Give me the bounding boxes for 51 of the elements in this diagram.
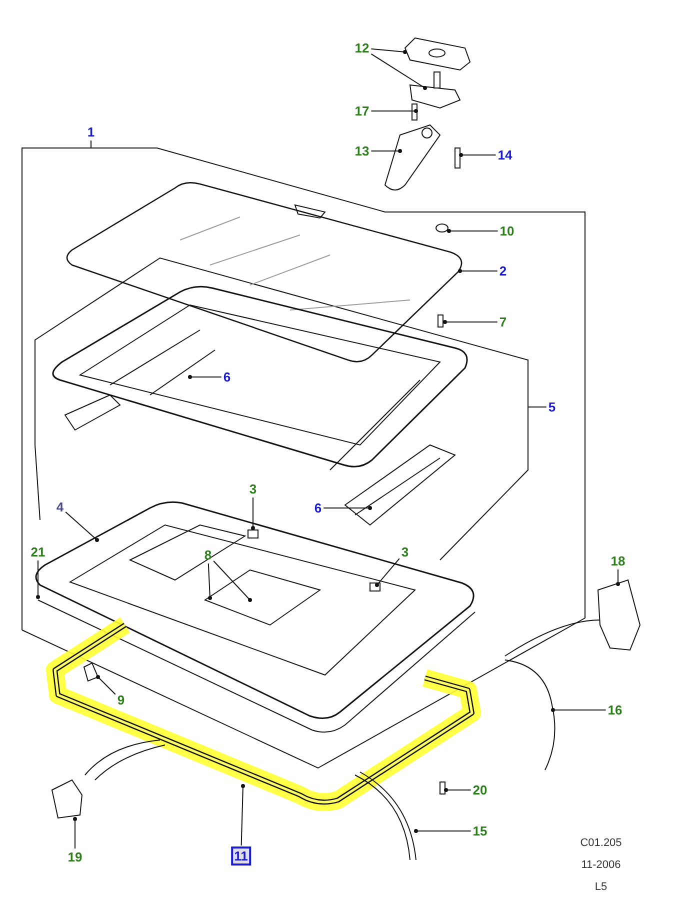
leader-line xyxy=(459,153,496,157)
callout-number: 12 xyxy=(354,40,370,56)
callout-number: 3 xyxy=(401,544,409,560)
leader-line xyxy=(251,497,255,530)
callout-number: 17 xyxy=(354,104,370,118)
leader-line xyxy=(323,506,372,510)
leader-line xyxy=(447,229,498,233)
callout-number: 2 xyxy=(499,264,507,278)
callout-number: 16 xyxy=(608,702,622,718)
leader-line xyxy=(528,406,547,408)
drawing-reference-text: L5 xyxy=(594,881,608,893)
leader-line xyxy=(551,708,606,712)
leader-line xyxy=(443,320,498,324)
callout-number: 7 xyxy=(499,314,507,330)
callout-number: 18 xyxy=(610,554,626,568)
callout-number: 14 xyxy=(498,148,512,162)
callout-number: 6 xyxy=(314,500,322,516)
leader-line xyxy=(444,788,472,792)
callout-number: 13 xyxy=(354,144,370,158)
callout-number: 3 xyxy=(249,482,257,496)
callout-number: 1 xyxy=(87,124,95,140)
leader-line xyxy=(616,569,620,586)
drawing-reference-text: 11-2006 xyxy=(581,859,621,871)
leader-line xyxy=(73,817,77,849)
callout-number: 9 xyxy=(117,692,125,708)
callout-number: 19 xyxy=(68,850,82,864)
callout-number: 21 xyxy=(30,544,46,560)
callout-number: 5 xyxy=(548,400,556,414)
leader-line xyxy=(96,675,116,695)
leader-line xyxy=(208,563,212,600)
callout-number: 6 xyxy=(223,370,231,384)
callout-number: 8 xyxy=(204,548,212,562)
callout-number: 15 xyxy=(472,824,488,838)
leader-line xyxy=(370,53,427,90)
callout-number: 11 xyxy=(231,846,251,866)
leader-line xyxy=(458,269,498,273)
callout-number: 4 xyxy=(56,500,64,514)
leader-line xyxy=(370,48,407,54)
leader-line xyxy=(188,375,222,379)
callout-number: 20 xyxy=(472,782,488,798)
leader-line xyxy=(370,149,402,153)
leader-line xyxy=(414,829,472,833)
leader-line xyxy=(375,558,400,587)
leader-line xyxy=(65,512,99,542)
leader-line xyxy=(213,560,252,602)
callout-number: 10 xyxy=(500,224,514,238)
leader-line xyxy=(370,109,418,113)
leader-line xyxy=(36,560,40,599)
leader-line xyxy=(90,140,92,148)
leader-line xyxy=(240,784,245,846)
drawing-reference-text: C01.205 xyxy=(580,837,622,849)
